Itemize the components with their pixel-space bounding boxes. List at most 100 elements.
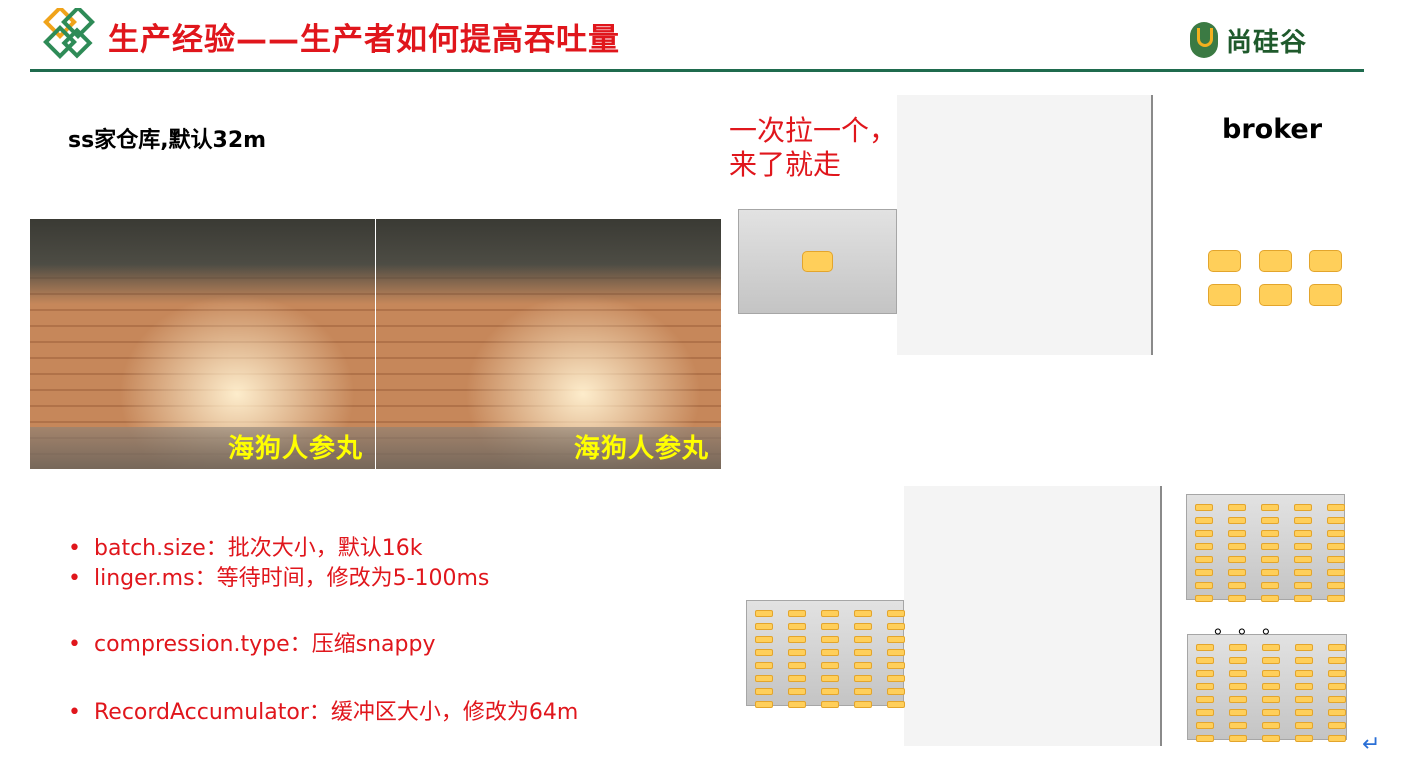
message-block: [1261, 582, 1279, 589]
message-block: [1196, 735, 1214, 742]
message-block: [1228, 595, 1246, 602]
message-block: [887, 636, 905, 643]
broker-message-group: [1208, 250, 1344, 308]
message-block: [1295, 709, 1313, 716]
message-block: [854, 688, 872, 695]
message-block: [1309, 250, 1342, 272]
broker-divider: [1151, 95, 1153, 355]
pull-note: 一次拉一个， 来了就走: [729, 114, 897, 182]
message-block: [1229, 722, 1247, 729]
message-block: [1228, 582, 1246, 589]
message-block: [854, 649, 872, 656]
message-block: [1228, 517, 1246, 524]
bullet-dot-icon: •: [68, 632, 81, 657]
message-block: [854, 623, 872, 630]
message-block: [1294, 556, 1312, 563]
message-block: [1261, 595, 1279, 602]
message-block: [755, 688, 773, 695]
message-block: [1328, 670, 1346, 677]
message-block: [1229, 683, 1247, 690]
message-block: [1309, 284, 1342, 306]
message-block: [1195, 595, 1213, 602]
photo-floor: [30, 427, 375, 469]
message-block: [1295, 683, 1313, 690]
message-block: [1328, 644, 1346, 651]
message-block: [1327, 543, 1345, 550]
warehouse-label: ss家仓库,默认32m: [68, 128, 267, 153]
message-block: [1295, 696, 1313, 703]
message-block: [1328, 683, 1346, 690]
bullet-text: compression.type：压缩snappy: [94, 632, 436, 657]
brand-u-icon: [1190, 22, 1218, 58]
bullet-text: batch.size：批次大小，默认16k: [94, 536, 423, 561]
ellipsis: 。。。: [1214, 614, 1296, 638]
message-block: [1295, 735, 1313, 742]
message-block: [887, 688, 905, 695]
message-block: [1328, 696, 1346, 703]
logo-icon: [43, 8, 95, 59]
message-block: [1229, 657, 1247, 664]
broker-batch-box: [1187, 634, 1347, 742]
message-block: [788, 636, 806, 643]
header-divider: [30, 69, 1364, 72]
producer-batch-box: [746, 600, 905, 708]
warehouse-photo: 海狗人参丸: [30, 219, 375, 469]
message-block: [1262, 657, 1280, 664]
message-block: [854, 675, 872, 682]
message-block: [1327, 569, 1345, 576]
message-block: [821, 688, 839, 695]
message-block: [1195, 569, 1213, 576]
message-block: [1196, 722, 1214, 729]
message-block: [755, 610, 773, 617]
message-block: [1228, 530, 1246, 537]
message-block: [854, 701, 872, 708]
message-block: [1327, 582, 1345, 589]
broker-divider: [1160, 486, 1162, 746]
message-block: [1328, 722, 1346, 729]
message-block: [1327, 556, 1345, 563]
message-block: [1261, 504, 1279, 511]
message-block: [1196, 670, 1214, 677]
bullet-compression-type: • compression.type：压缩snappy: [68, 626, 435, 658]
message-block: [1208, 284, 1241, 306]
producer-batch-box: [738, 209, 897, 314]
message-block: [1294, 543, 1312, 550]
message-block: [821, 610, 839, 617]
message-block: [1195, 543, 1213, 550]
message-block: [854, 610, 872, 617]
message-block: [821, 649, 839, 656]
message-block: [1229, 709, 1247, 716]
message-block: [1328, 657, 1346, 664]
message-block: [1294, 569, 1312, 576]
message-block: [821, 701, 839, 708]
message-block: [887, 675, 905, 682]
message-block: [821, 662, 839, 669]
page-title: 生产经验——生产者如何提高吞吐量: [108, 22, 620, 58]
message-block: [1328, 735, 1346, 742]
message-block: [1328, 709, 1346, 716]
message-block: [1229, 735, 1247, 742]
message-block: [854, 636, 872, 643]
message-block: [1262, 696, 1280, 703]
message-block: [1195, 556, 1213, 563]
message-block: [887, 649, 905, 656]
message-block: [1262, 722, 1280, 729]
message-block: [1294, 595, 1312, 602]
message-block: [1196, 644, 1214, 651]
message-block: [1195, 517, 1213, 524]
message-block: [1196, 657, 1214, 664]
broker-batch-box: [1186, 494, 1345, 602]
message-block: [1229, 696, 1247, 703]
message-block: [1228, 556, 1246, 563]
bullet-dot-icon: •: [68, 566, 81, 591]
bullet-dot-icon: •: [68, 700, 81, 725]
message-block: [1196, 709, 1214, 716]
message-block: [1228, 543, 1246, 550]
message-block: [1261, 556, 1279, 563]
message-block: [1259, 250, 1292, 272]
message-block: [1228, 504, 1246, 511]
transport-panel: [897, 95, 1151, 355]
message-block: [1261, 530, 1279, 537]
message-block: [854, 662, 872, 669]
message-block: [1295, 670, 1313, 677]
